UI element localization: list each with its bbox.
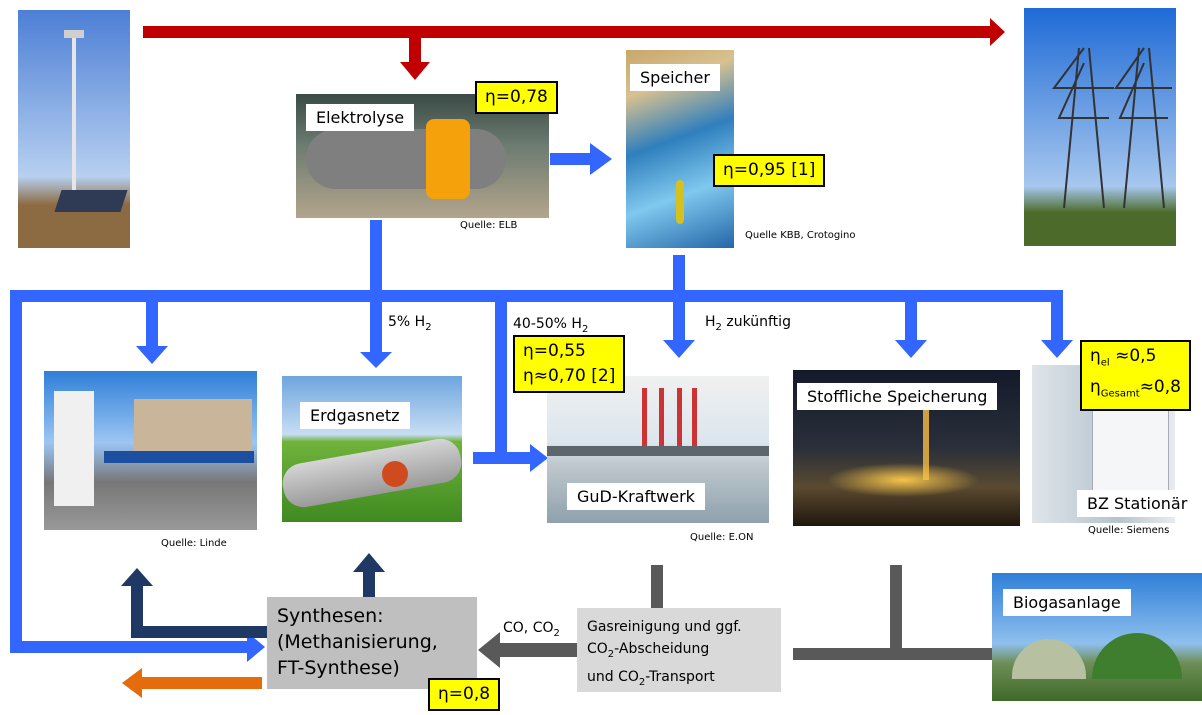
product-output-arrow — [122, 668, 262, 698]
label-elektrolyse: Elektrolyse — [306, 104, 415, 131]
gasreinigung-line3: und CO2-Transport — [587, 668, 715, 688]
gasreinigung-line1: Gasreinigung und ggf. — [587, 619, 742, 635]
synthesen-box: Synthesen: (Methanisierung, FT-Synthese) — [267, 597, 477, 689]
hydrogen-station-photo — [44, 371, 257, 530]
gas-pipeline-photo — [282, 376, 462, 522]
gasreinigung-box: Gasreinigung und ggf. CO2-Abscheidung un… — [577, 608, 781, 692]
synthesen-line1: Synthesen: — [277, 605, 384, 627]
eta-bz-electric: ηel ≈0,5 — [1090, 346, 1157, 369]
eta-bz-total: ηGesamt≈0,8 — [1090, 377, 1181, 400]
source-eon: Quelle: E.ON — [690, 532, 754, 543]
synthesen-line3: FT-Synthese) — [277, 657, 400, 679]
label-biogas: Biogasanlage — [1003, 589, 1131, 616]
hydrogen-network — [10, 143, 1073, 662]
eta-bz: ηel ≈0,5 ηGesamt≈0,8 — [1080, 340, 1191, 411]
source-elb: Quelle: ELB — [460, 220, 518, 231]
flow-5-percent-h2: 5% H2 — [388, 314, 432, 333]
source-siemens: Quelle: Siemens — [1088, 525, 1170, 536]
flow-co-co2: CO, CO2 — [503, 620, 560, 639]
eta-elektrolyse: η=0,78 — [475, 81, 558, 114]
eta-gud: η=0,55 η≈0,70 [2] — [513, 335, 626, 393]
eta-speicher: η=0,95 [1] — [713, 154, 826, 187]
electricity-arrow — [143, 18, 1005, 80]
flow-40-50-percent-h2: 40-50% H2 — [513, 316, 589, 335]
co2-return-lines — [478, 565, 993, 668]
label-bz: BZ Stationär — [1077, 490, 1198, 517]
label-speicher: Speicher — [630, 64, 720, 91]
eta-gud-line2: η≈0,70 [2] — [523, 366, 616, 386]
source-kbb: Quelle KBB, Crotogino — [745, 230, 856, 241]
eta-synthesen: η=0,8 — [428, 678, 501, 711]
label-erdgasnetz: Erdgasnetz — [300, 402, 410, 429]
source-linde: Quelle: Linde — [161, 538, 227, 549]
wind-mast-solar-icon — [18, 10, 130, 248]
power-pylon-icon — [1024, 8, 1176, 246]
flow-h2-future: H2 zukünftig — [705, 314, 791, 333]
synthesis-return-arrows — [121, 553, 385, 638]
synthesen-line2: (Methanisierung, — [277, 631, 438, 653]
label-gud: GuD-Kraftwerk — [567, 483, 705, 510]
label-stoffliche: Stoffliche Speicherung — [797, 383, 998, 410]
eta-gud-line1: η=0,55 — [523, 341, 586, 361]
gasreinigung-line2: CO2-Abscheidung — [587, 641, 710, 660]
